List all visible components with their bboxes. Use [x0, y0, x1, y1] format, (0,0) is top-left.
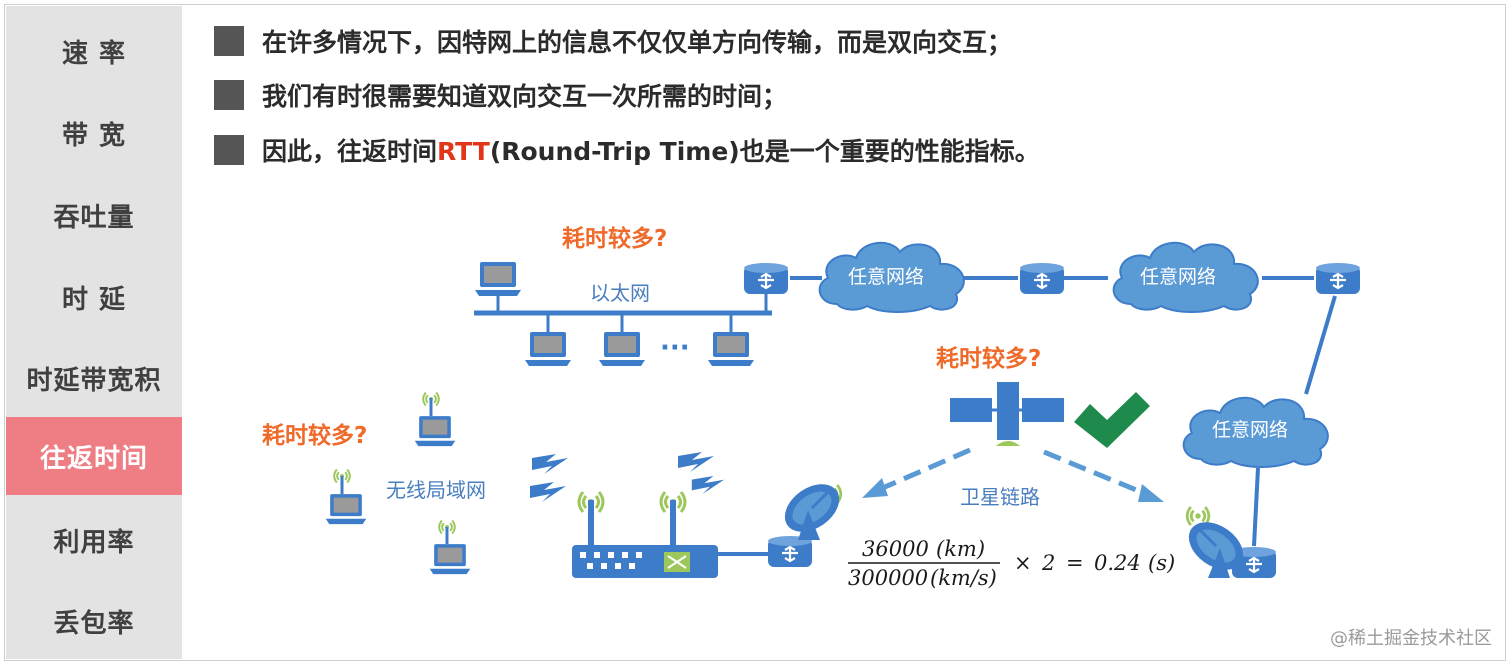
access-point-icon	[572, 490, 718, 578]
wireless-bolt-icon	[678, 452, 714, 472]
rtt-highlight: RTT	[437, 137, 490, 166]
wlan-label: 无线局域网	[386, 478, 486, 502]
sidebar-item-bandwidth[interactable]: 带 宽	[61, 120, 127, 151]
sidebar: 速 率 带 宽 吞吐量 时 延 时延带宽积 往返时间 利用率 丢包率	[6, 6, 182, 659]
sidebar-item-delay[interactable]: 时 延	[61, 284, 127, 315]
cloud-label: 任意网络	[848, 266, 924, 288]
bullet-text: 因此，往返时间RTT(Round-Trip Time)也是一个重要的性能指标。	[262, 132, 1040, 168]
sidebar-item-rtt[interactable]: 往返时间	[6, 417, 182, 495]
laptop-icon	[525, 332, 571, 366]
wireless-bolt-icon	[532, 454, 568, 474]
bullet-square-icon	[214, 80, 244, 110]
wireless-bolt-icon	[691, 476, 725, 494]
question-label: 耗时较多?	[562, 225, 667, 252]
watermark: @稀土掘金技术社区	[1330, 628, 1492, 649]
bullet-square-icon	[214, 26, 244, 56]
question-label: 耗时较多?	[936, 345, 1041, 372]
satellite-dish-icon	[778, 478, 848, 544]
bullet-text-prefix: 因此，往返时间	[262, 137, 438, 166]
formula-denominator-unit: (km/s)	[930, 566, 997, 590]
satellite-link-arrows	[862, 447, 1164, 502]
laptop-icon	[325, 494, 367, 525]
router-icon	[766, 534, 814, 569]
laptop-icon	[599, 332, 645, 366]
laptop-icon	[414, 416, 456, 447]
bullet-row-2: 我们有时很需要知道双向交互一次所需的时间；	[214, 78, 787, 112]
formula-times: ×	[1014, 551, 1032, 575]
checkmark-icon	[1074, 392, 1150, 448]
cloud-label: 任意网络	[1212, 419, 1288, 441]
router-icon	[1314, 261, 1362, 296]
formula-denominator-value: 300000	[848, 566, 928, 590]
satellite-link-label: 卫星链路	[960, 485, 1040, 509]
ellipsis-text: ···	[660, 333, 690, 363]
bullet-square-icon	[214, 135, 244, 165]
router-icon	[742, 261, 790, 296]
bullet-text: 我们有时很需要知道双向交互一次所需的时间；	[262, 82, 788, 111]
sidebar-item-delay-bandwidth-product[interactable]: 时延带宽积	[26, 365, 162, 396]
formula-equals: =	[1066, 551, 1084, 575]
laptop-icon	[708, 332, 754, 366]
bullet-row-1: 在许多情况下，因特网上的信息不仅仅单方向传输，而是双向交互；	[214, 24, 1012, 58]
sidebar-item-packet-loss[interactable]: 丢包率	[53, 608, 135, 639]
router-icon	[1018, 261, 1066, 296]
bullet-text-suffix: (Round-Trip Time)也是一个重要的性能指标。	[489, 137, 1040, 166]
ethernet-label: 以太网	[590, 281, 650, 305]
formula-numerator-value: 36000	[862, 537, 929, 561]
formula-result: 0.24	[1094, 551, 1141, 575]
formula-numerator-unit: (km)	[936, 537, 985, 561]
laptop-icon	[475, 262, 521, 296]
bullet-text: 在许多情况下，因特网上的信息不仅仅单方向传输，而是双向交互；	[262, 28, 1013, 57]
laptop-icon	[429, 544, 471, 575]
slide-frame	[4, 4, 1506, 661]
wireless-bolt-icon	[530, 482, 566, 502]
backbone-links	[718, 276, 1337, 556]
cloud-label: 任意网络	[1140, 266, 1216, 288]
sidebar-item-throughput[interactable]: 吞吐量	[53, 202, 135, 233]
bullet-row-3: 因此，往返时间RTT(Round-Trip Time)也是一个重要的性能指标。	[214, 133, 1040, 167]
formula-factor: 2	[1041, 551, 1055, 575]
question-label: 耗时较多?	[262, 422, 367, 449]
satellite-icon	[950, 382, 1064, 446]
sidebar-item-utilization[interactable]: 利用率	[53, 527, 135, 558]
sidebar-item-rate[interactable]: 速 率	[61, 38, 127, 69]
rtt-formula: 36000 (km) 300000 (km/s) × 2 = 0.24 (s)	[848, 537, 1175, 590]
formula-result-unit: (s)	[1148, 551, 1175, 575]
